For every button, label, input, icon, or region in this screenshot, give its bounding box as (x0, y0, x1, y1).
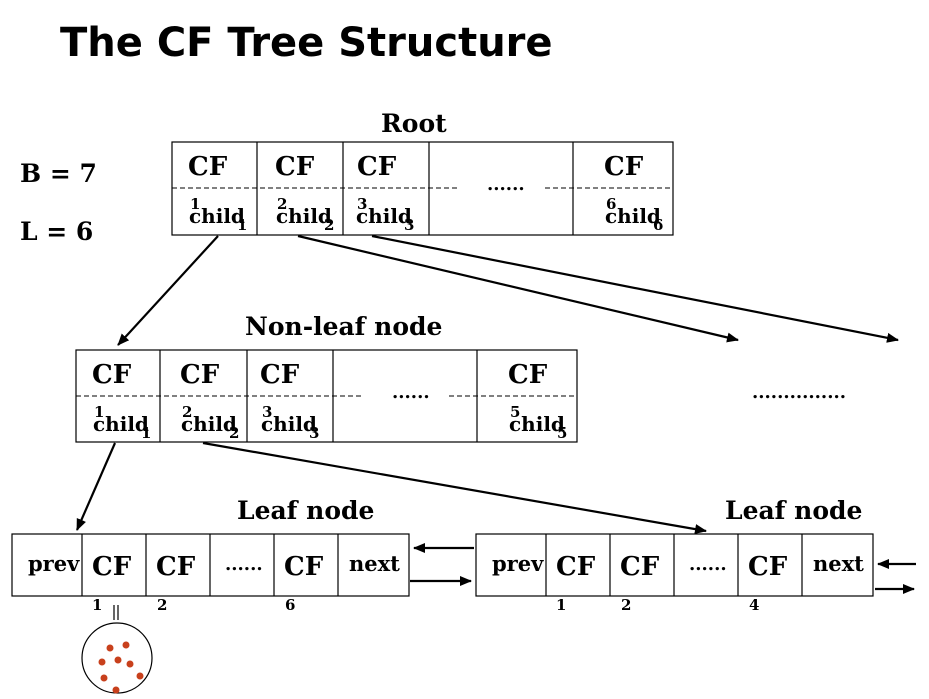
svg-text:2: 2 (182, 403, 192, 421)
nonleaf-cf-3: CF (260, 360, 300, 390)
svg-text:3: 3 (357, 195, 367, 213)
svg-text:1: 1 (237, 216, 247, 234)
leaf2-cf-1: CF (556, 552, 596, 582)
svg-text:1: 1 (141, 424, 151, 442)
leaf1-next: next (349, 551, 400, 576)
param-l: L = 6 (20, 217, 93, 246)
root-child-3: 3 child 3 (356, 195, 414, 234)
root-child-1: 1 child 1 (189, 195, 247, 234)
cluster-point (98, 658, 106, 666)
cluster-point (112, 686, 120, 694)
leaf1-index-1: 1 (92, 596, 102, 614)
leaf2-prev: prev (492, 551, 544, 576)
root-cf-3: CF (357, 152, 397, 182)
root-node: Root CF CF CF CF ...... 1 child 1 2 chil… (171, 109, 674, 236)
root-dots: ...... (487, 174, 525, 195)
nonleaf-child-5: 5 child 5 (509, 403, 567, 442)
leaf2-next: next (813, 551, 864, 576)
svg-text:child: child (276, 204, 332, 228)
cluster-point (136, 672, 144, 680)
page-title: The CF Tree Structure (60, 20, 553, 66)
leaf-node-2: Leaf node prev CF CF ...... CF next 1 2 … (475, 496, 874, 614)
svg-text:child: child (509, 412, 565, 436)
arrow-root-child2 (297, 234, 739, 343)
svg-text:6: 6 (653, 216, 663, 234)
leaf1-index-6: 6 (285, 596, 295, 614)
svg-text:2: 2 (229, 424, 239, 442)
nonleaf-child-1: 1 child 1 (93, 403, 151, 442)
arrow-root-to-nonleaf (117, 235, 219, 346)
svg-text:2: 2 (324, 216, 334, 234)
svg-text:5: 5 (557, 424, 567, 442)
svg-text:child: child (181, 412, 237, 436)
leaf2-dots: ...... (689, 554, 727, 575)
svg-text:1: 1 (190, 195, 200, 213)
subcluster-points (98, 641, 144, 694)
leaf1-prev: prev (28, 551, 80, 576)
nonleaf-cf-1: CF (92, 360, 132, 390)
root-label: Root (381, 109, 447, 138)
nonleaf-cf-2: CF (180, 360, 220, 390)
root-cf-2: CF (275, 152, 315, 182)
leaf2-index-4: 4 (749, 596, 759, 614)
nonleaf-cf-5: CF (508, 360, 548, 390)
leaf2-cf-4: CF (748, 552, 788, 582)
param-b: B = 7 (20, 159, 97, 188)
svg-text:1: 1 (94, 403, 104, 421)
root-cf-6: CF (604, 152, 644, 182)
leaf1-dots: ...... (225, 554, 263, 575)
svg-text:3: 3 (262, 403, 272, 421)
cluster-point (100, 674, 108, 682)
subcluster (81, 605, 153, 694)
more-nodes-dots: ............... (752, 382, 846, 403)
cluster-point (126, 660, 134, 668)
svg-text:child: child (356, 204, 412, 228)
nonleaf-dots: ...... (392, 382, 430, 403)
nonleaf-child-3: 3 child 3 (261, 403, 319, 442)
leaf2-label: Leaf node (725, 496, 862, 525)
root-child-2: 2 child 2 (276, 195, 334, 234)
svg-text:child: child (189, 204, 245, 228)
nonleaf-label: Non-leaf node (245, 312, 442, 341)
svg-text:child: child (93, 412, 149, 436)
leaf1-cf-2: CF (156, 552, 196, 582)
leaf2-index-2: 2 (621, 596, 631, 614)
cluster-point (106, 644, 114, 652)
svg-text:2: 2 (277, 195, 287, 213)
leaf2-cf-2: CF (620, 552, 660, 582)
arrow-root-child3 (371, 234, 899, 343)
svg-text:6: 6 (606, 195, 616, 213)
arrow-nonleaf-to-leaf2 (202, 441, 707, 535)
leaf1-label: Leaf node (237, 496, 374, 525)
root-cf-1: CF (188, 152, 228, 182)
leaf2-index-1: 1 (556, 596, 566, 614)
nonleaf-node: Non-leaf node CF CF CF CF ...... 1 child… (75, 312, 578, 443)
leaf1-cf-6: CF (284, 552, 324, 582)
arrow-nonleaf-to-leaf1 (75, 442, 117, 531)
svg-text:5: 5 (510, 403, 520, 421)
nonleaf-child-2: 2 child 2 (181, 403, 239, 442)
leaf-node-1: Leaf node prev CF CF ...... CF next 1 2 … (11, 496, 410, 614)
svg-text:child: child (605, 204, 661, 228)
svg-text:child: child (261, 412, 317, 436)
root-child-6: 6 child 6 (605, 195, 663, 234)
svg-text:3: 3 (309, 424, 319, 442)
cluster-point (114, 656, 122, 664)
cluster-point (122, 641, 130, 649)
leaf1-index-2: 2 (157, 596, 167, 614)
svg-text:3: 3 (404, 216, 414, 234)
leaf1-cf-1: CF (92, 552, 132, 582)
